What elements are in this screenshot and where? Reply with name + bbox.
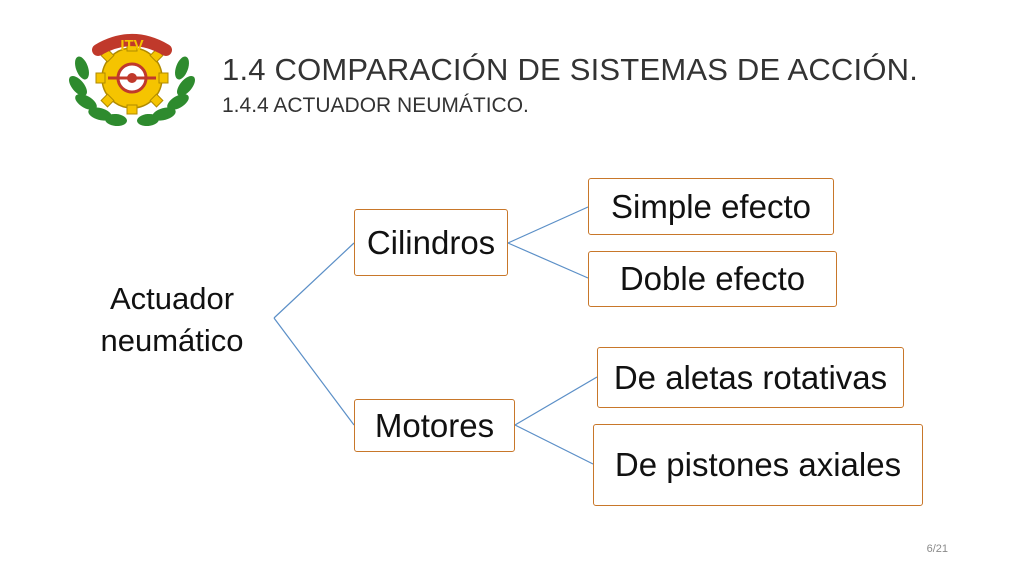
laurel-right-icon (137, 56, 195, 127)
connector-cilindros-simple (507, 206, 589, 244)
page-subtitle: 1.4.4 ACTUADOR NEUMÁTICO. (222, 94, 529, 117)
itv-logo: ITV (69, 34, 195, 127)
page-number: 6/21 (926, 543, 948, 555)
svg-text:ITV: ITV (120, 37, 143, 54)
page-title: 1.4 COMPARACIÓN DE SISTEMAS DE ACCIÓN. (222, 52, 919, 87)
connector-motores-pistones (514, 424, 594, 465)
connector-root-motores (273, 317, 355, 426)
node-motores: Motores (354, 399, 515, 452)
root-label-line2: neumático (100, 323, 244, 358)
root-node: Actuador neumático (70, 278, 274, 362)
connector-root-cilindros (273, 242, 355, 319)
laurel-left-icon (69, 56, 127, 127)
node-pistones-axiales: De pistones axiales (593, 424, 923, 506)
node-doble-efecto: Doble efecto (588, 251, 837, 307)
root-label-line1: Actuador (109, 281, 235, 316)
gear-icon (95, 41, 169, 115)
node-cilindros: Cilindros (354, 209, 508, 276)
node-aletas-rotativas: De aletas rotativas (597, 347, 904, 408)
connector-cilindros-doble (507, 242, 589, 279)
node-simple-efecto: Simple efecto (588, 178, 834, 235)
connector-motores-aletas (514, 376, 598, 426)
